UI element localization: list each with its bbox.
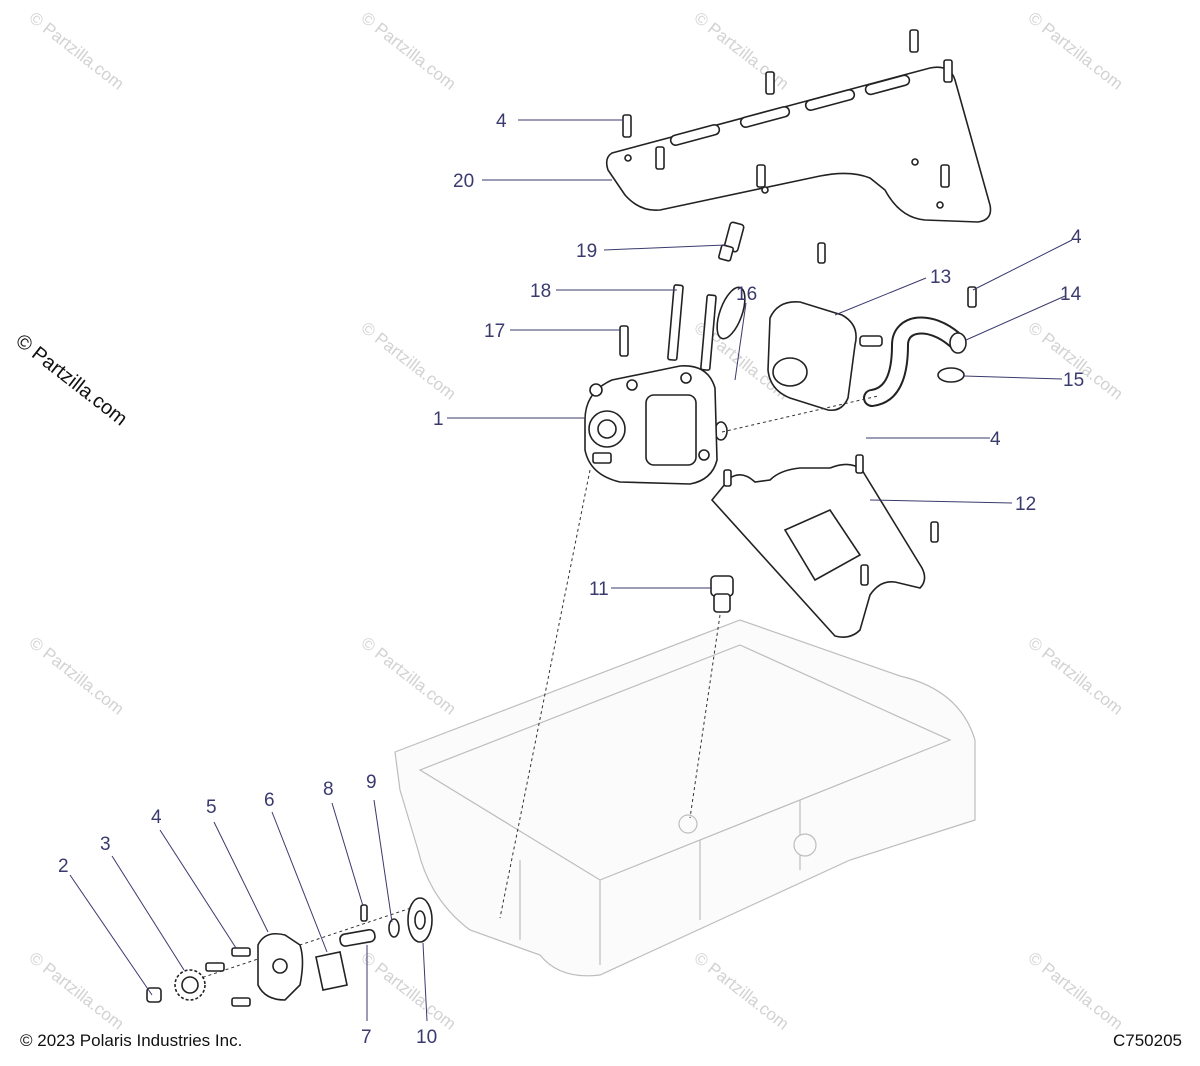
lower-components bbox=[146, 897, 433, 1007]
callout-9: 9 bbox=[366, 772, 377, 793]
bolt-2 bbox=[146, 987, 162, 1003]
callout-12: 12 bbox=[1015, 494, 1036, 515]
oil-pan bbox=[394, 619, 976, 977]
callout-19: 19 bbox=[576, 241, 597, 262]
bolt-4 bbox=[231, 947, 251, 957]
shaft-7 bbox=[339, 928, 376, 947]
callout-4: 4 bbox=[151, 807, 162, 828]
figure-code: C750205 bbox=[1112, 1031, 1182, 1050]
watermark: © Partzilla.com bbox=[358, 948, 460, 1034]
pin-8 bbox=[360, 904, 368, 922]
watermark: © Partzilla.com bbox=[691, 948, 793, 1034]
callout-13: 13 bbox=[930, 267, 951, 288]
callout-6: 6 bbox=[264, 790, 275, 811]
watermark: © Partzilla.com bbox=[1025, 8, 1127, 94]
callout-4: 4 bbox=[496, 111, 507, 132]
watermark: © Partzilla.com bbox=[358, 8, 460, 94]
callout-15: 15 bbox=[1063, 370, 1084, 391]
callout-8: 8 bbox=[323, 779, 334, 800]
watermark: © Partzilla.com bbox=[358, 318, 460, 404]
o-ring-15 bbox=[937, 367, 965, 383]
callout-3: 3 bbox=[100, 834, 111, 855]
watermark: © Partzilla.com bbox=[26, 633, 128, 719]
callout-4: 4 bbox=[1071, 227, 1082, 248]
washer-9 bbox=[388, 918, 400, 938]
rotor-6 bbox=[315, 951, 348, 991]
callout-16: 16 bbox=[736, 284, 757, 305]
watermark: © Partzilla.com bbox=[26, 948, 128, 1034]
callout-2: 2 bbox=[58, 856, 69, 877]
long-bolts-17-18 bbox=[619, 284, 717, 371]
watermark: © Partzilla.com bbox=[1025, 948, 1127, 1034]
fitting-19 bbox=[718, 221, 745, 262]
callout-11: 11 bbox=[589, 579, 609, 600]
watermark: © Partzilla.com bbox=[26, 8, 128, 94]
housing-13 bbox=[767, 242, 883, 412]
plate-bolts bbox=[622, 29, 953, 188]
callout-17: 17 bbox=[484, 321, 505, 342]
watermark: © Partzilla.com bbox=[1025, 633, 1127, 719]
callout-4: 4 bbox=[990, 429, 1001, 450]
plug-11 bbox=[710, 575, 734, 613]
callout-14: 14 bbox=[1060, 284, 1082, 305]
leader-lines bbox=[69, 119, 1073, 1022]
callout-18: 18 bbox=[530, 281, 551, 302]
callout-7: 7 bbox=[361, 1027, 372, 1048]
callout-10: 10 bbox=[416, 1027, 437, 1048]
oil-pump-1 bbox=[584, 365, 718, 485]
watermark: © Partzilla.com bbox=[691, 8, 793, 94]
callout-5: 5 bbox=[206, 797, 217, 818]
callouts: 4 20 19 18 17 16 13 4 14 15 1 4 12 11 9 … bbox=[58, 111, 1084, 1048]
callout-20: 20 bbox=[453, 171, 474, 192]
strainer-plate-12 bbox=[710, 454, 939, 638]
seal-16 bbox=[716, 286, 746, 340]
watermark: © Partzilla.com bbox=[358, 633, 460, 719]
copyright-text: © 2023 Polaris Industries Inc. bbox=[20, 1031, 243, 1050]
pipe-14 bbox=[863, 286, 977, 407]
baffle-plate-20 bbox=[605, 66, 992, 223]
callout-1: 1 bbox=[433, 409, 444, 430]
